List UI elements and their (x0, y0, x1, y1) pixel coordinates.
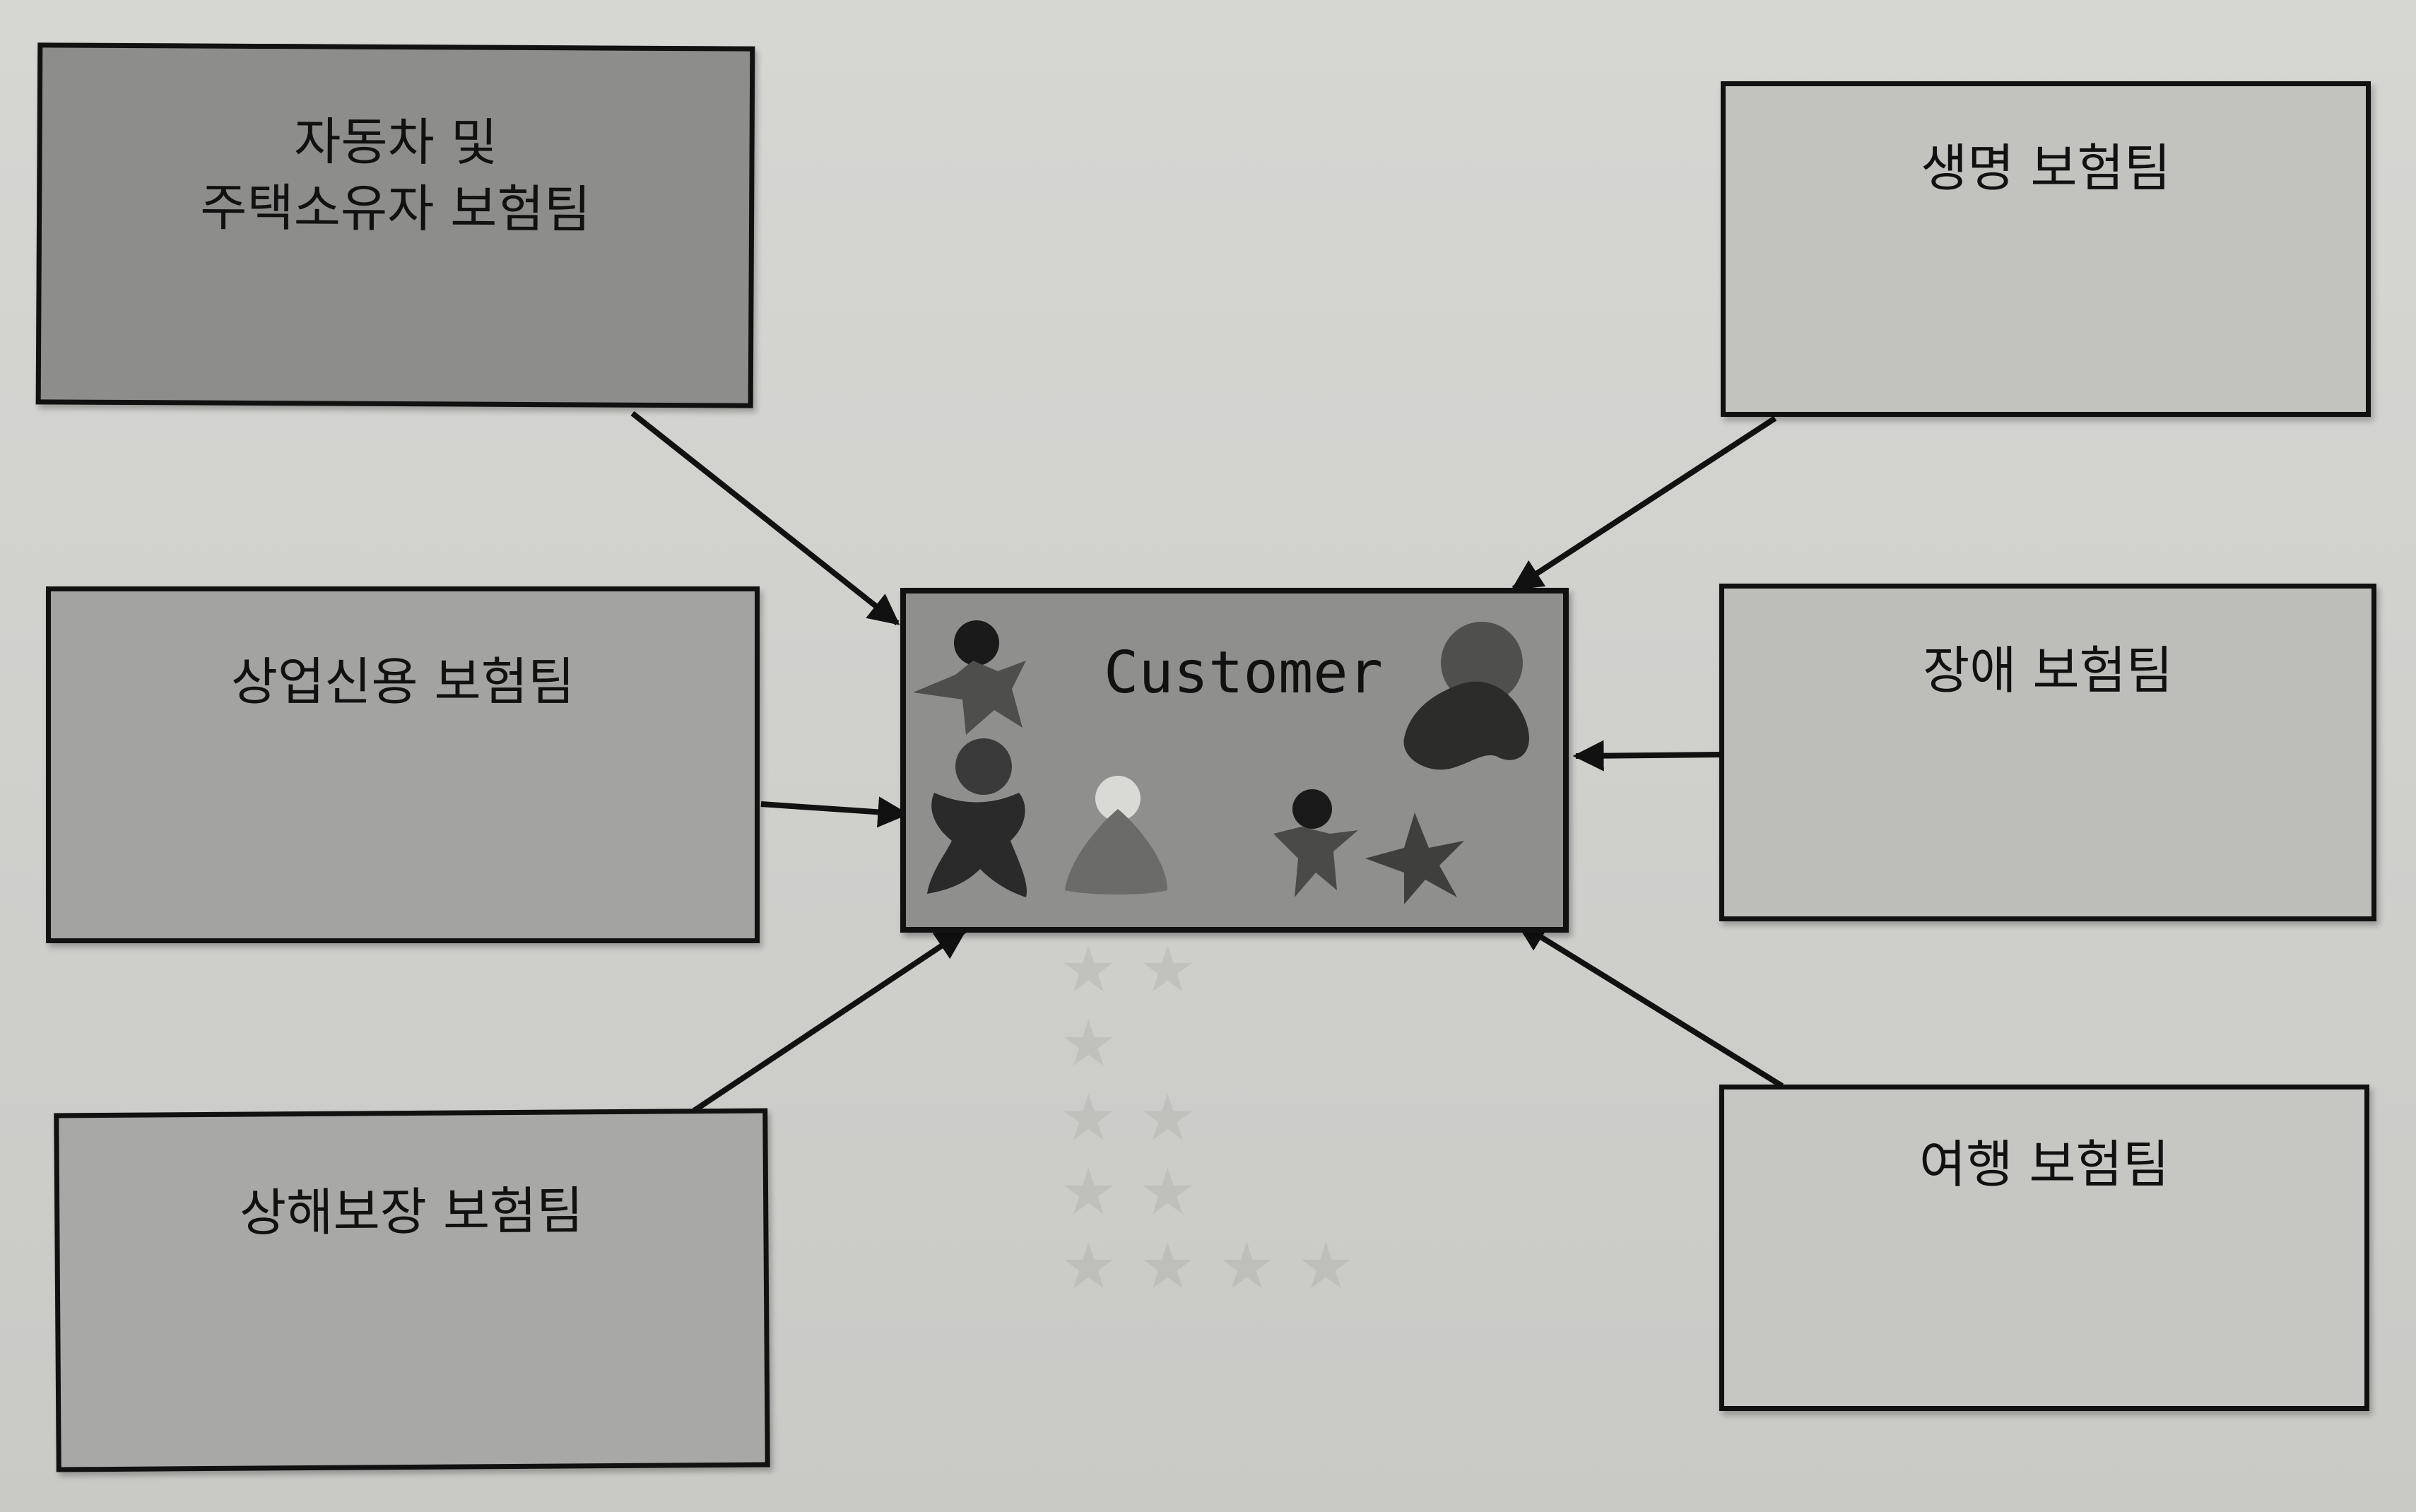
person-figure-icon (1365, 813, 1464, 904)
team-label-travel: 여행 보험팀 (1919, 1135, 2170, 1194)
team-label-auto-home: 자동차 및 주택소유자 보험팀 (200, 112, 591, 240)
person-figure-icon (1095, 776, 1141, 821)
person-figure-icon (913, 661, 1026, 735)
team-label-injury: 상해보장 보험팀 (239, 1181, 584, 1243)
arrow-commercial-credit (760, 796, 909, 828)
bleed-through-stars: ★ ★★★ ★★ ★★ ★ ★ ★ (1060, 933, 1355, 1304)
person-figure-icon (1273, 827, 1358, 897)
team-box-injury: 상해보장 보험팀 (54, 1108, 770, 1472)
person-figure-icon (927, 793, 1027, 897)
person-figure-icon (1403, 681, 1529, 770)
team-label-disability: 장애 보험팀 (1922, 641, 2174, 700)
arrow-life (1511, 415, 1777, 591)
team-box-commercial-credit: 상업신용 보험팀 (46, 586, 760, 943)
person-figure-icon (1441, 622, 1523, 704)
customer-title: Customer (1104, 639, 1383, 707)
customer-figures (913, 620, 1529, 904)
arrow-travel (1515, 920, 1784, 1089)
arrow-disability (1572, 740, 1723, 772)
team-label-life: 생명 보험팀 (1920, 138, 2172, 198)
team-box-travel: 여행 보험팀 (1719, 1085, 2369, 1411)
team-box-auto-home: 자동차 및 주택소유자 보험팀 (35, 42, 755, 408)
arrow-auto-home (630, 411, 900, 626)
team-box-disability: 장애 보험팀 (1719, 584, 2376, 921)
team-label-commercial-credit: 상업신용 보험팀 (230, 652, 575, 711)
customer-box: Customer (900, 588, 1569, 933)
person-figure-icon (1292, 789, 1332, 829)
team-box-life: 생명 보험팀 (1721, 81, 2371, 417)
arrow-injury (692, 928, 967, 1114)
person-figure-icon (955, 738, 1012, 795)
person-figure-icon (954, 620, 999, 666)
person-figure-icon (1065, 809, 1167, 894)
